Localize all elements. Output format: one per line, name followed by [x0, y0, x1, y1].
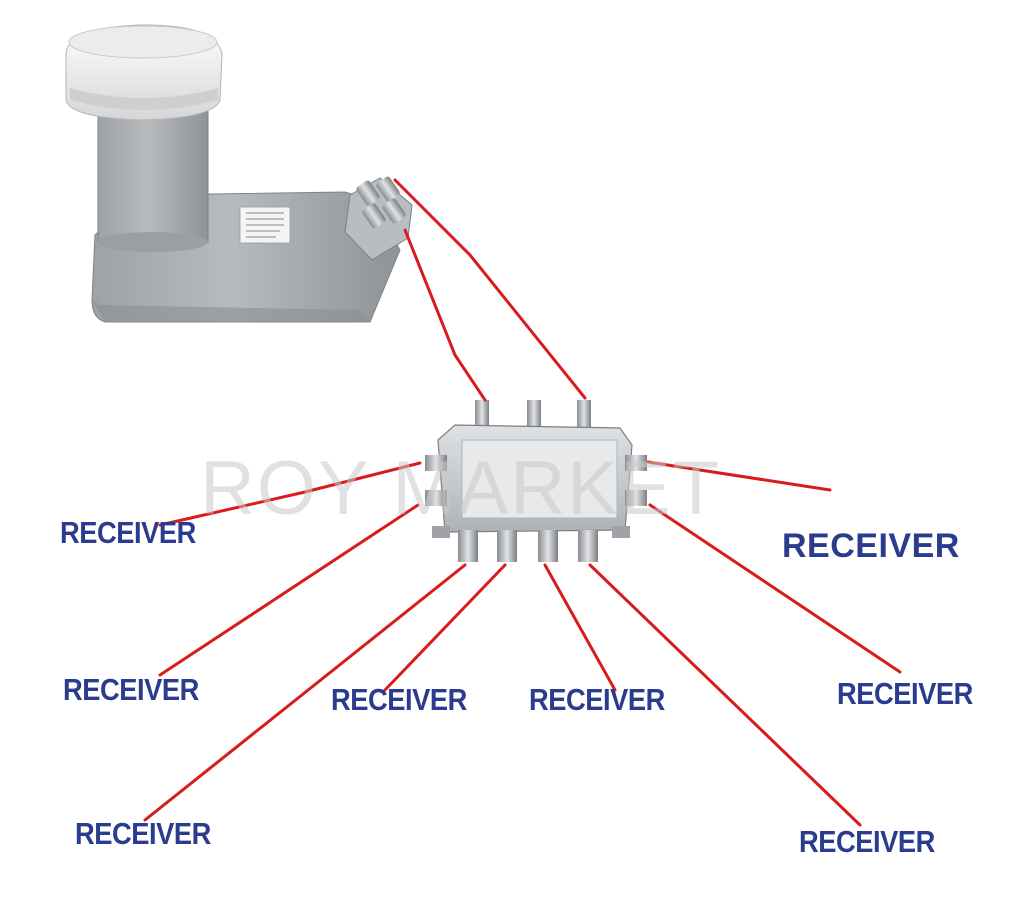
cable-bottom-right [543, 563, 617, 692]
cable-left-mid [158, 503, 420, 677]
cable-lnb-to-switch-a [403, 228, 487, 402]
cable-bottom-far-left [143, 563, 467, 822]
receiver-label-bottom-left: RECEIVER [331, 682, 467, 717]
cable-bottom-far-right [588, 563, 862, 827]
cable-lines [143, 178, 902, 827]
multiswitch-device-icon [425, 400, 647, 562]
receiver-label-right-mid: RECEIVER [837, 676, 973, 711]
receiver-label-right-top: RECEIVER [782, 527, 960, 565]
receiver-label-bottom-right: RECEIVER [529, 682, 665, 717]
lnb-device-icon [65, 24, 413, 323]
receiver-label-bottom-far-right: RECEIVER [799, 824, 935, 859]
cable-left-top [158, 461, 422, 527]
receiver-label-bottom-far-left: RECEIVER [75, 816, 211, 851]
cable-bottom-left [383, 563, 507, 692]
watermark-text: ROY MARKET [200, 446, 722, 531]
cable-right-top [646, 460, 832, 492]
receiver-label-left-top: RECEIVER [60, 515, 196, 550]
cable-lnb-to-switch-b [393, 178, 587, 400]
receiver-label-left-mid: RECEIVER [63, 672, 199, 707]
cable-right-mid [648, 503, 902, 674]
